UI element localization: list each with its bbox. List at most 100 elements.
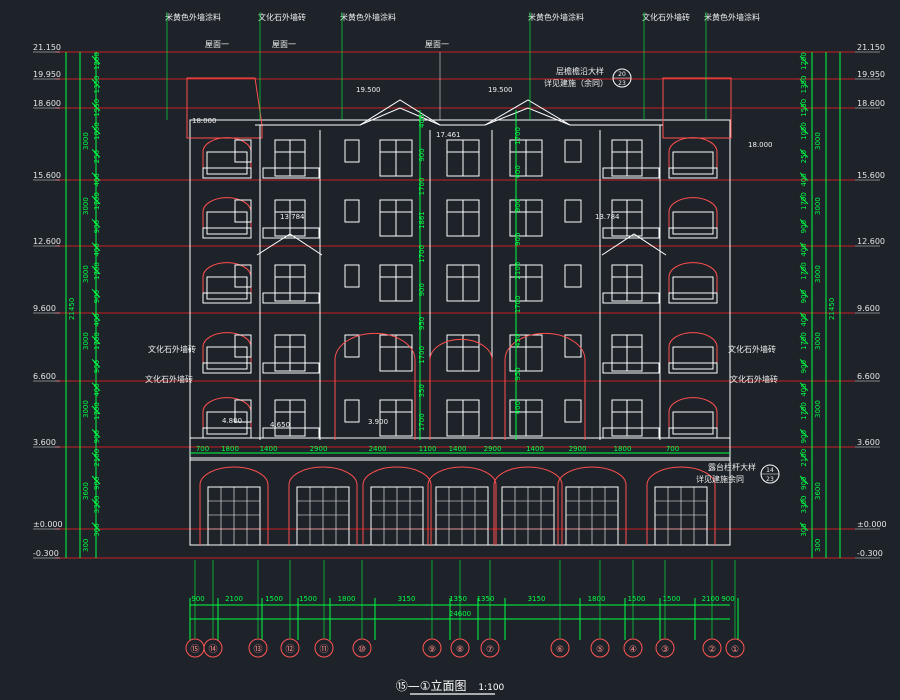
dim-bottom: 1500: [663, 595, 681, 603]
dim-left-inner: 2100: [93, 449, 101, 467]
grid-axis-bubble: [623, 638, 643, 658]
grid-axis-bubble: [590, 638, 610, 658]
dim-tick: [91, 382, 101, 392]
dim-tick: [799, 148, 809, 158]
inner-elevation: 4.800: [222, 417, 242, 425]
dim-tick: [91, 498, 101, 508]
arched-window: [668, 397, 718, 434]
dim-right-inner: 1350: [800, 76, 808, 94]
callout-sub: 详见建施（余同）: [544, 78, 608, 88]
top-annotation: 米黄色外墙涂料: [528, 12, 584, 22]
dim-tick: [91, 335, 101, 345]
inner-elevation: 4.650: [270, 421, 290, 429]
garage-arch: [199, 466, 269, 545]
dim-center: 900: [514, 199, 522, 212]
small-window: [564, 334, 582, 358]
dim-tick: [91, 475, 101, 485]
dim-bottom: 1500: [299, 595, 317, 603]
dim-bottom: 3150: [528, 595, 546, 603]
grid-axis-bubble: [655, 638, 675, 658]
callout-text: 层檐檐沿大样: [556, 66, 604, 76]
elevation-label-left: 21.150: [33, 43, 61, 52]
dim-center: 450: [514, 334, 522, 347]
top-annotation: 文化石外墙砖: [258, 12, 306, 22]
dim-bottom: 900: [191, 595, 204, 603]
arched-window: [668, 262, 718, 299]
side-annotation: 文化石外墙砖: [728, 344, 776, 354]
balcony-railing: [202, 167, 252, 179]
dim-tick: [91, 125, 101, 135]
dim-left-inner: 1700: [93, 402, 101, 420]
small-window: [344, 139, 360, 163]
grid-axis-bubble: [422, 638, 442, 658]
dim-right-inner: 2100: [800, 449, 808, 467]
dim-right-inner: 900: [800, 477, 808, 490]
dim-left-inner: 400: [93, 243, 101, 256]
balcony-railing: [202, 362, 252, 374]
dim-center: 400: [514, 165, 522, 178]
dim-tick: [799, 475, 809, 485]
elevation-labels-right: 21.15019.95018.60015.60012.6009.6006.600…: [855, 43, 887, 559]
dim-right-outer: 300: [814, 539, 822, 552]
elevation-label-right: 3.600: [857, 438, 880, 447]
dim-right-inner: 250: [800, 150, 808, 163]
inner-elevation: 18.000: [748, 141, 773, 149]
grid-axis-label: ⑭: [208, 644, 217, 655]
dim-right-inner: 900: [800, 220, 808, 233]
dim-tick: [91, 218, 101, 228]
arched-window: [202, 262, 252, 299]
dim-tick: [799, 55, 809, 65]
dim-bottom: 1500: [265, 595, 283, 603]
elevation-label-left: ±0.000: [33, 520, 63, 529]
grid-axis-bubble: [203, 638, 223, 658]
dim-tick: [91, 428, 101, 438]
dim-tick: [799, 312, 809, 322]
top-material-annotations: 米黄色外墙涂料文化石外墙砖米黄色外墙涂料米黄色外墙涂料文化石外墙砖米黄色外墙涂料: [165, 12, 760, 120]
small-window: [564, 199, 582, 223]
elevation-label-left: 9.600: [33, 304, 56, 313]
arched-window: [668, 197, 718, 234]
balcony-railing: [262, 427, 320, 439]
dim-bottom: 3150: [398, 595, 416, 603]
dim-left-inner: 900: [93, 290, 101, 303]
arched-window: [668, 137, 718, 174]
dim-tick: [799, 335, 809, 345]
dim-railing: 2900: [310, 445, 328, 453]
dim-tick: [799, 78, 809, 88]
dim-left-outer: 3000: [82, 400, 90, 418]
dim-right-outer: 3000: [814, 265, 822, 283]
elevation-label-left: 19.950: [33, 70, 61, 79]
grid-axis-bubble: [352, 638, 372, 658]
dim-tick: [799, 195, 809, 205]
dim-center: 1861: [418, 211, 426, 229]
garage-door-set: [199, 466, 716, 546]
garage-arch: [646, 466, 716, 545]
dim-tick: [799, 428, 809, 438]
dim-total-height-right: 21450: [828, 298, 836, 320]
elevation-label-right: 6.600: [857, 372, 880, 381]
balcony-railing: [668, 427, 718, 439]
elevation-label-right: 9.600: [857, 304, 880, 313]
dim-center: 400: [514, 401, 522, 414]
dim-left-inner: 1350: [93, 76, 101, 94]
dim-right-inner: 1700: [800, 262, 808, 280]
dim-center: 1700: [514, 295, 522, 313]
dim-railing: 2900: [484, 445, 502, 453]
dim-right-inner: 1050: [800, 122, 808, 140]
roof-right: [662, 77, 732, 139]
grid-axis-label: ⑩: [358, 645, 366, 655]
balcony-railing: [262, 292, 320, 304]
garage-arch: [427, 466, 497, 545]
dim-left-inner: 900: [93, 360, 101, 373]
grid-axis-label: ④: [629, 645, 637, 655]
dim-tick: [91, 55, 101, 65]
side-annotation: 文化石外墙砖: [145, 374, 193, 384]
dim-tick: [91, 452, 101, 462]
dim-railing: 1400: [260, 445, 278, 453]
side-annotation: 文化石外墙砖: [730, 374, 778, 384]
dim-center: 900: [418, 283, 426, 296]
dim-tick: [799, 405, 809, 415]
